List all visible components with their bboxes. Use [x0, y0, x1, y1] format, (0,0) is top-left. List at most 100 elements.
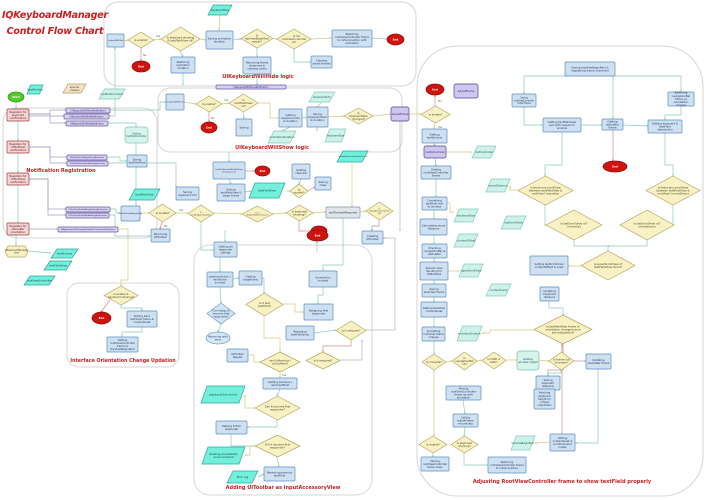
flow-edge	[481, 329, 534, 335]
edge-label-no: No	[211, 116, 215, 120]
flow-edge	[663, 106, 682, 121]
topmost-para	[98, 88, 126, 100]
flow-edge	[29, 113, 67, 125]
keyboardwillshow	[165, 93, 185, 111]
flow-edge	[244, 445, 255, 457]
flow-edge	[366, 236, 396, 331]
keyboardsize-para2	[453, 208, 479, 223]
return-error-oval	[205, 331, 231, 345]
disabled-classes-para-label: disabledDistanceHandlingClasses	[338, 155, 366, 158]
keywindow-para	[26, 84, 44, 95]
section-title-toolbar: Adding UIToolbar as inputAccessoryView	[226, 485, 341, 491]
flow-edge	[298, 221, 312, 233]
adj-get-keywindow	[421, 128, 448, 144]
contentinset-para	[485, 283, 512, 297]
adj-kb-showing	[450, 435, 479, 454]
save-class	[314, 176, 332, 191]
adj-move-down	[420, 456, 450, 472]
textfieldview-out-label: textFieldView	[49, 263, 68, 267]
section-title-notifreg: Notification Registration	[26, 168, 96, 174]
bar-tf-begin-label: UITextFieldTextDidBeginEditingNotificati…	[70, 156, 104, 159]
flow-edge	[108, 122, 138, 128]
bar-willshow-label: UIKeyboardWillShowNotification	[71, 109, 107, 112]
orient-check-label: Is enable &keyboard showing?	[108, 292, 134, 299]
bar-willshow	[65, 107, 111, 114]
adj-set-insets	[549, 433, 576, 452]
flow-edge	[262, 277, 266, 294]
bar-statusbar	[57, 226, 119, 233]
adj-save-tv-frame	[421, 283, 447, 298]
show-duration-para	[267, 130, 297, 144]
adj-lastscroll-down-label: Is lastScrollView nil?(moveDown)	[633, 221, 661, 228]
flow-edge	[243, 394, 255, 409]
hide-is-enable	[127, 31, 155, 49]
chart-title-line1: IQKeyboardManager	[2, 10, 108, 21]
movedistance-para	[485, 178, 511, 193]
beginrect-para-label: topViewBeginRect	[512, 441, 535, 445]
flow-edge	[310, 37, 333, 40]
is-last-textfield	[245, 292, 284, 317]
adj-textview-case	[419, 261, 449, 281]
flow-edge	[27, 250, 52, 254]
flow-edge	[312, 211, 327, 214]
flow-edge	[372, 113, 392, 117]
flow-edge	[257, 473, 265, 478]
remove-iqtoolbar	[150, 228, 171, 243]
save-keyboard-info	[175, 186, 200, 201]
load-hex	[4, 245, 29, 258]
is-resigned-1	[335, 320, 367, 341]
adj-end-mid	[602, 160, 628, 173]
movedistance-para-label: moveDistance	[488, 183, 508, 187]
flow-edge	[298, 178, 302, 185]
flow-edge	[179, 50, 184, 58]
flow-edge	[110, 208, 122, 215]
section-title-willhide: UIKeyboardWillHide logic	[222, 74, 293, 80]
flow-edge	[622, 124, 649, 127]
adjustframe-node-label: adjustFrame	[458, 89, 475, 93]
hide-keyboardsize-para	[207, 4, 233, 16]
section-title-adjust: Adjusting RootViewController frame to sh…	[473, 479, 652, 485]
adj-is-enable2-label: Is enable?	[426, 442, 440, 446]
flow-edge	[476, 359, 483, 362]
adjustframe-ref	[390, 106, 410, 122]
mid-is-enable	[289, 183, 309, 199]
hide-is-showing-label: Is keyboard showing& textFieldView nil?	[167, 35, 195, 42]
show-save-size	[306, 106, 329, 128]
edge-label-yes: Yes	[179, 208, 184, 212]
flow-edge	[523, 107, 544, 127]
flow-edge	[573, 240, 610, 252]
done-action	[308, 270, 338, 288]
keyboardwillhide	[106, 33, 125, 48]
flow-edge	[232, 38, 242, 41]
section-title-orientation: Interface Orientation Change Updation	[70, 358, 176, 364]
hide-keyboardsize-para-label: keyboardSize	[211, 8, 229, 12]
